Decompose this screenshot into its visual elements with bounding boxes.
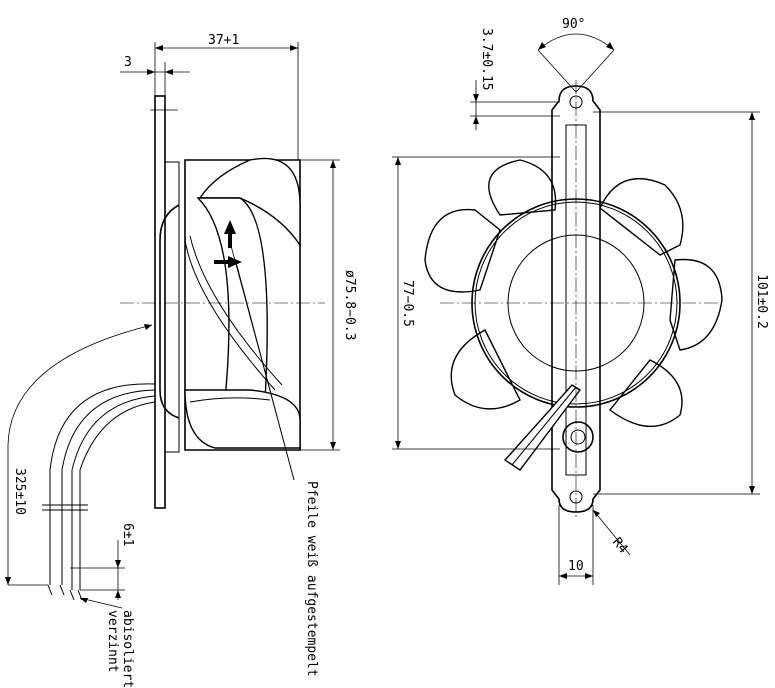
dim-hole-offset: 3.7±0.15 — [479, 28, 494, 91]
lower-blade-edge — [189, 397, 271, 403]
note-stripped-2: verzinnt — [105, 610, 120, 673]
rotation-arrow-up-icon — [224, 220, 236, 248]
grommet — [562, 421, 594, 453]
blade-left — [424, 208, 501, 293]
grommet-hole — [570, 429, 586, 445]
lead-wires — [49, 383, 156, 590]
side-view — [42, 95, 325, 601]
upper-blade — [198, 157, 301, 248]
dim-bracket-width: 10 — [568, 559, 584, 574]
dim-angle: 90° — [562, 17, 585, 32]
dim-cable-length: 325±10 — [12, 468, 27, 515]
blade-top-left — [488, 159, 557, 216]
blade-bottom-right — [609, 359, 683, 427]
dim-height-77: 77−0.5 — [400, 280, 415, 327]
note-stripped-1: abisoliert u. — [120, 610, 135, 688]
dim-total-height: 101±0.2 — [754, 274, 769, 329]
side-view-dimensions: 37+1 3 ø75.8−0.3 325±10 6±1 abisoliert u… — [5, 33, 357, 688]
wire-ends — [47, 584, 83, 601]
cable-2 — [189, 235, 283, 386]
dim-flange: 3 — [124, 55, 132, 70]
front-view — [424, 80, 723, 520]
motor-hub — [159, 204, 180, 419]
dim-strip: 6±1 — [120, 523, 135, 546]
blade-right — [669, 258, 723, 351]
flange-lip — [164, 161, 180, 453]
dim-radius: R4 — [609, 535, 631, 557]
note-arrows: Pfeile weiß aufgestempelt — [304, 481, 319, 677]
front-cable-divider — [511, 386, 577, 466]
dim-top-width: 37+1 — [208, 33, 239, 48]
blade-bottom-left — [450, 329, 521, 410]
front-view-dimensions: 90° 3.7±0.15 77−0.5 101±0.2 R4 10 — [392, 17, 769, 585]
blade-top-right — [599, 177, 684, 256]
rotation-arrow-right-icon — [214, 256, 242, 268]
dim-outer-dia: ø75.8−0.3 — [342, 270, 357, 340]
cable-1 — [184, 239, 276, 391]
